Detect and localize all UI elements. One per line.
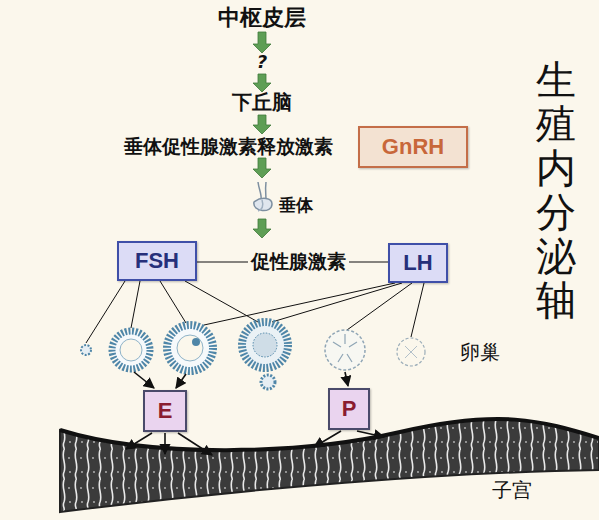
box-text: GnRH bbox=[382, 134, 444, 160]
text-label: 垂体 bbox=[279, 195, 313, 215]
hormone-box: GnRH bbox=[358, 126, 468, 168]
hormone-box: LH bbox=[388, 243, 448, 283]
hormone-box: E bbox=[143, 390, 187, 432]
text-label: ? bbox=[257, 51, 267, 73]
text-label: 卵巢 bbox=[460, 340, 500, 364]
text-label: 下丘脑 bbox=[232, 90, 292, 114]
hormone-box: P bbox=[328, 388, 370, 430]
box-text: LH bbox=[403, 250, 432, 276]
box-text: E bbox=[158, 398, 173, 424]
box-text: P bbox=[342, 396, 357, 422]
edge-label: 促性腺激素 bbox=[248, 249, 349, 275]
text-label: 垂体促性腺激素释放激素 bbox=[124, 135, 333, 158]
secretion-arrows bbox=[134, 372, 348, 388]
vertical-title: 生殖内分泌轴 bbox=[536, 58, 576, 322]
hormone-box: FSH bbox=[117, 241, 197, 281]
uterus-band bbox=[60, 419, 599, 512]
text-label: 中枢皮层 bbox=[218, 5, 306, 31]
ovary-follicles bbox=[81, 322, 425, 389]
action-arrows bbox=[126, 431, 384, 455]
text-label: 子宫 bbox=[492, 478, 532, 502]
box-text: FSH bbox=[135, 248, 179, 274]
pituitary-icon bbox=[254, 182, 272, 211]
